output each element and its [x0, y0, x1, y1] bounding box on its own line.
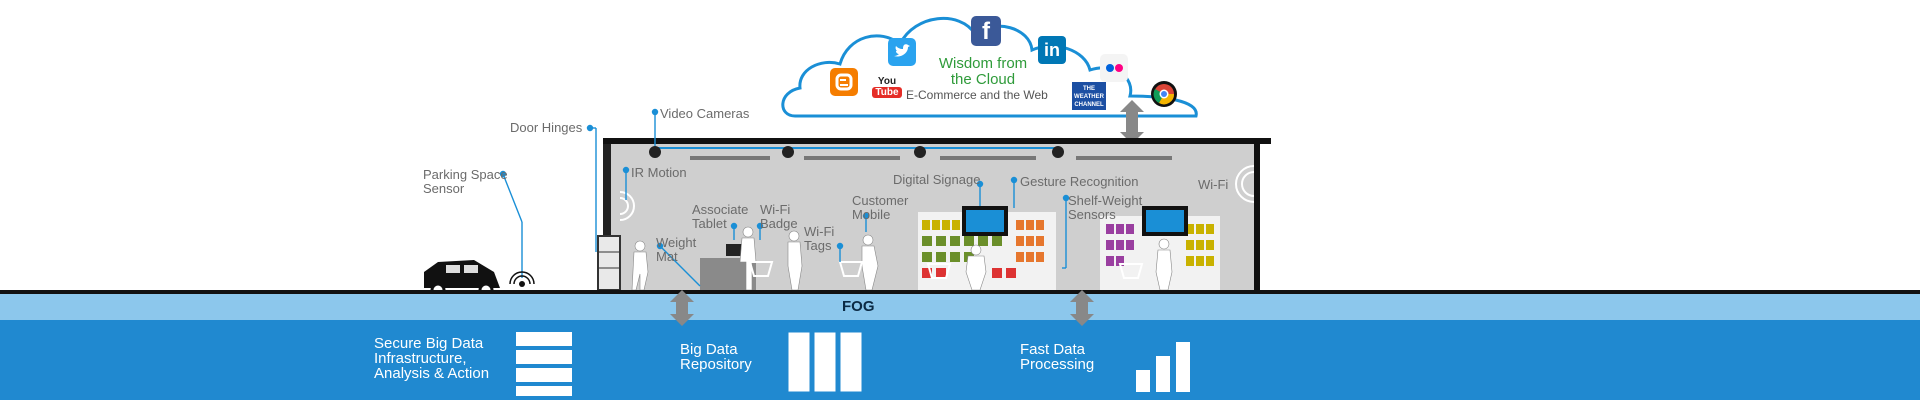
secure-line-3: Analysis & Action [374, 365, 490, 382]
shopping-carts [748, 261, 1144, 279]
parking-sensor-icon [509, 271, 535, 287]
associate-line-1: Associate [692, 202, 749, 217]
flickr-icon [1100, 54, 1128, 82]
wifi-wall-icon [1235, 165, 1255, 203]
cloud-subtitle: E-Commerce and the Web [906, 88, 1048, 102]
fast-data-processing-text: Fast Data Processing [1020, 342, 1094, 372]
repository-racks-icon [787, 331, 863, 393]
parking-line-1: Parking Space [423, 167, 508, 182]
people-figures [631, 226, 1173, 291]
video-camera-icons [649, 146, 1064, 158]
twitter-icon [888, 38, 916, 66]
fog-band [0, 294, 1920, 320]
server-stack-icon [516, 332, 572, 396]
fog-label: FOG [842, 298, 875, 315]
cloud-title: Wisdom from the Cloud [928, 56, 1038, 88]
youtube-text-you: You [877, 76, 897, 87]
cloud-store-arrow [1120, 100, 1144, 144]
youtube-icon: You Tube [872, 76, 902, 108]
wifi-badge-line-1: Wi-Fi [760, 202, 791, 217]
fast-line-1: Fast Data [1020, 341, 1086, 358]
secure-big-data-text: Secure Big Data Infrastructure, Analysis… [374, 336, 489, 381]
facebook-icon: f [971, 16, 1001, 46]
label-wifi: Wi-Fi [1198, 177, 1229, 192]
sensor-callout-lines [499, 108, 1070, 287]
fast-line-2: Processing [1020, 356, 1095, 373]
parking-line-2: Sensor [423, 181, 465, 196]
weight-line-2: Mat [656, 249, 678, 264]
fog-arrow-left [670, 290, 694, 326]
label-digital-signage: Digital Signage [893, 172, 981, 187]
associate-line-2: Tablet [692, 216, 727, 231]
shelf-line-1: Shelf-Weight [1068, 193, 1143, 208]
secure-line-1: Secure Big Data [374, 335, 484, 352]
customer-line-2: Mobile [852, 207, 891, 222]
weather-text-2: WEATHER [1074, 94, 1104, 100]
store-entrance [597, 144, 621, 291]
weather-text-3: CHANNEL [1074, 102, 1104, 108]
blogger-icon [830, 68, 858, 96]
weather-text-1: THE [1083, 86, 1095, 92]
linkedin-icon: in [1038, 36, 1066, 64]
label-ir-motion: IR Motion [631, 165, 687, 180]
label-video-cameras: Video Cameras [660, 106, 750, 121]
weather-channel-icon: THE WEATHER CHANNEL [1072, 82, 1106, 110]
wifi-badge-line-2: Badge [760, 216, 798, 231]
chrome-icon [1150, 80, 1178, 108]
digital-signage-screens [962, 206, 1188, 236]
label-gesture-recognition: Gesture Recognition [1020, 174, 1139, 189]
cloud-title-line-1: Wisdom from [938, 55, 1028, 72]
label-door-hinges: Door Hinges [510, 120, 583, 135]
processing-bars-icon [1136, 342, 1190, 392]
customer-line-1: Customer [852, 193, 909, 208]
cloud-title-line-2: the Cloud [950, 71, 1016, 88]
wifi-tags-line-1: Wi-Fi [804, 224, 835, 239]
wifi-tags-line-2: Tags [804, 238, 832, 253]
label-shelf-weight-sensors: Shelf-Weight Sensors [1068, 194, 1142, 222]
ground-line [0, 290, 1920, 294]
data-center-band [0, 320, 1920, 400]
youtube-text-tube: Tube [872, 87, 902, 98]
ir-motion-icon [619, 191, 635, 221]
big-data-repository-text: Big Data Repository [680, 342, 752, 372]
fog-arrow-right [1070, 290, 1094, 326]
label-parking-space-sensor: Parking Space Sensor [423, 168, 508, 196]
weight-line-1: Weight [656, 235, 697, 250]
repo-line-2: Repository [680, 356, 752, 373]
repo-line-1: Big Data [680, 341, 738, 358]
shelf-line-2: Sensors [1068, 207, 1116, 222]
label-associate-tablet: Associate Tablet [692, 203, 748, 231]
secure-line-2: Infrastructure, [374, 350, 467, 367]
label-customer-mobile: Customer Mobile [852, 194, 908, 222]
label-weight-mat: Weight Mat [656, 236, 696, 264]
label-wifi-badge: Wi-Fi Badge [760, 203, 798, 231]
label-wifi-tags: Wi-Fi Tags [804, 225, 834, 253]
